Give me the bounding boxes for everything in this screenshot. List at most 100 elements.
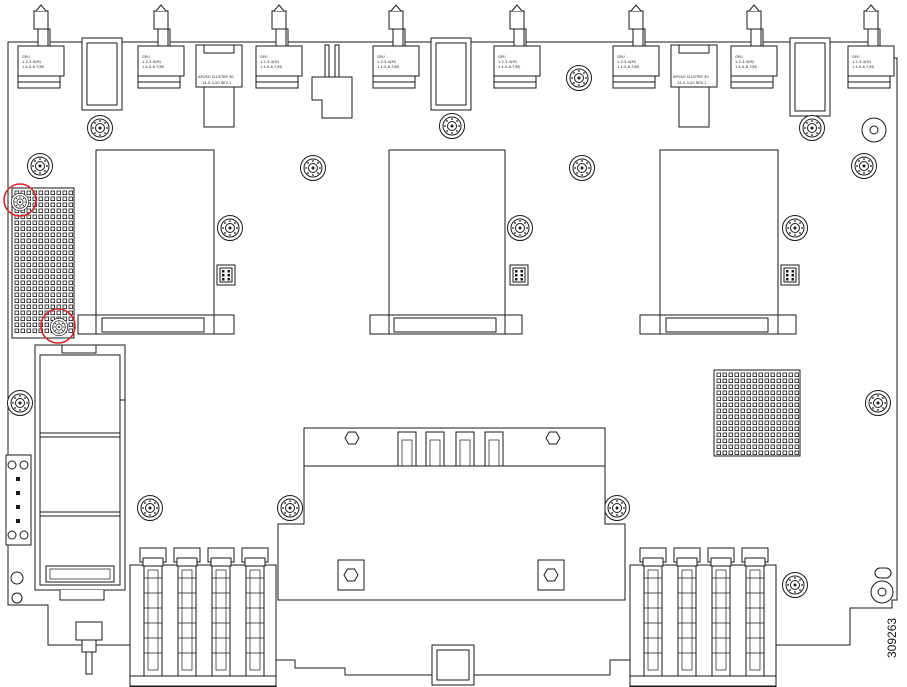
pin-pad <box>728 444 733 449</box>
pin-pad <box>746 444 751 449</box>
gpu-power-connector-3 <box>255 4 303 89</box>
pin-pad <box>716 426 721 431</box>
pin-pad <box>734 402 739 407</box>
pin-pad <box>722 408 727 413</box>
pin-pad <box>14 256 19 261</box>
gpu-connector-label: 1-2-3-4(M) <box>142 60 162 64</box>
connector-icon <box>509 264 529 286</box>
pin-pad <box>38 280 43 285</box>
pin-pad <box>44 292 49 297</box>
screw-icon <box>300 155 326 181</box>
pin-pad <box>56 190 61 195</box>
pin-pad <box>68 226 73 231</box>
pin-pad <box>20 280 25 285</box>
pin-pad <box>728 450 733 455</box>
pin-pad <box>758 414 763 419</box>
pin-pad <box>38 244 43 249</box>
pin-pad <box>752 408 757 413</box>
pin-pad <box>50 208 55 213</box>
pin-pad <box>782 384 787 389</box>
pin-pad <box>734 390 739 395</box>
gpu-connector-label: 1-2-3-4(M) <box>735 60 755 64</box>
pin-pad <box>32 220 37 225</box>
pin-pad <box>44 202 49 207</box>
pin-pad <box>50 292 55 297</box>
pin-pad <box>746 432 751 437</box>
pin-pad <box>728 372 733 377</box>
pin-pad <box>32 208 37 213</box>
pin-pad <box>14 316 19 321</box>
pin-pad <box>746 384 751 389</box>
pin-pad <box>56 196 61 201</box>
pin-pad <box>20 250 25 255</box>
pin-pad <box>764 408 769 413</box>
pin-pad <box>50 238 55 243</box>
pin-pad <box>20 328 25 333</box>
pin-pad <box>38 298 43 303</box>
gpu-connector-label: 1 4-5-6-7(M) <box>377 65 400 69</box>
pin-pad <box>734 378 739 383</box>
connector-icon <box>75 621 103 675</box>
pin-pad <box>32 262 37 267</box>
pin-pad <box>62 292 67 297</box>
pin-pad <box>752 414 757 419</box>
pin-pad <box>20 298 25 303</box>
pin-pad <box>14 274 19 279</box>
pin-pad <box>38 292 43 297</box>
pin-pad <box>728 384 733 389</box>
pin-pad <box>44 232 49 237</box>
callout-circle-upper <box>3 183 37 217</box>
pin-pad <box>68 202 73 207</box>
pin-pad <box>50 262 55 267</box>
pin-pad <box>716 444 721 449</box>
pin-pad <box>62 286 67 291</box>
pin-pad <box>20 292 25 297</box>
pin-pad <box>788 438 793 443</box>
pin-pad <box>776 390 781 395</box>
pin-pad <box>44 310 49 315</box>
gpu-connector-label: 1 4-5-6-7(M) <box>498 65 521 69</box>
pin-pad <box>14 232 19 237</box>
pin-pad <box>776 438 781 443</box>
pin-pad <box>722 450 727 455</box>
pin-pad <box>740 432 745 437</box>
pin-pad <box>62 298 67 303</box>
pin-pad <box>38 226 43 231</box>
pin-pad <box>788 396 793 401</box>
pin-pad <box>26 274 31 279</box>
pin-pad <box>794 414 799 419</box>
gpu-connector-label: GPU <box>260 55 268 59</box>
pin-pad <box>26 256 31 261</box>
pin-pad <box>50 202 55 207</box>
pin-pad <box>56 286 61 291</box>
pin-pad <box>50 286 55 291</box>
pin-pad <box>794 420 799 425</box>
pin-pad <box>26 328 31 333</box>
pin-pad <box>776 408 781 413</box>
pin-pad <box>794 390 799 395</box>
pin-pad <box>728 402 733 407</box>
pin-pad <box>740 426 745 431</box>
pin-pad <box>788 426 793 431</box>
gpu-connector-label: GPU <box>735 55 743 59</box>
pin-pad <box>32 214 37 219</box>
callout-circle-lower <box>40 308 76 344</box>
pin-pad <box>746 390 751 395</box>
cable-connector-left: APOSO CLUSTER 30 14-0-3-20 REV-1 <box>195 44 243 128</box>
gpu-connector-label: GPU <box>617 55 625 59</box>
pin-pad <box>752 444 757 449</box>
pin-pad <box>14 322 19 327</box>
pin-pad <box>716 396 721 401</box>
pin-pad <box>38 250 43 255</box>
pin-pad <box>782 426 787 431</box>
pin-pad <box>68 328 73 333</box>
pin-pad <box>764 444 769 449</box>
pin-pad <box>746 378 751 383</box>
pin-pad <box>68 232 73 237</box>
pin-pad <box>56 310 61 315</box>
pin-pad <box>68 214 73 219</box>
pin-pad <box>38 238 43 243</box>
pin-pad <box>20 274 25 279</box>
pin-pad <box>50 250 55 255</box>
pin-pad <box>14 292 19 297</box>
